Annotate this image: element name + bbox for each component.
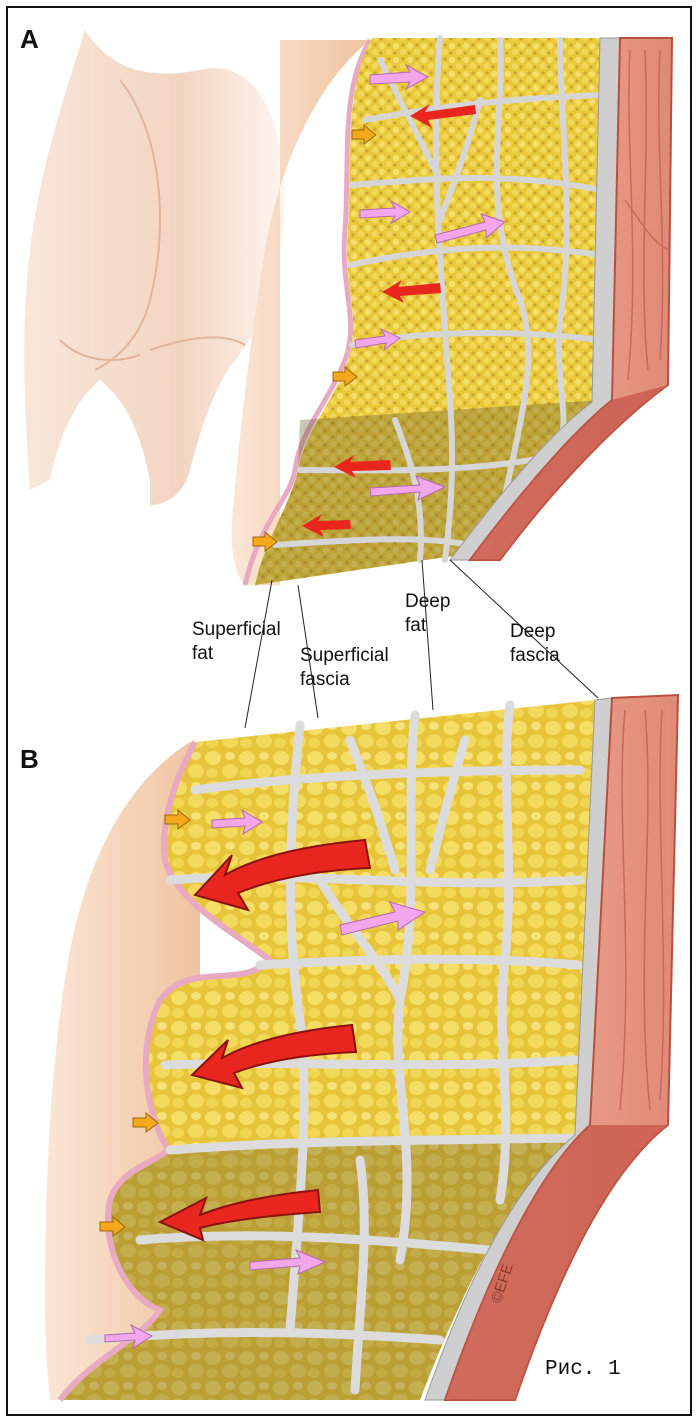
label-deep-fat: Deep fat <box>405 591 451 636</box>
panel-b-tissue-block <box>45 693 680 1402</box>
label-superficial-fat: Superficial fat <box>192 619 281 664</box>
panel-label-b: B <box>20 744 39 774</box>
panel-a-tissue-block <box>231 35 674 586</box>
leader-lines <box>244 559 599 729</box>
panel-label-a: A <box>20 24 39 54</box>
label-deep-fascia: Deep fascia <box>510 621 560 666</box>
buttocks-silhouette <box>24 30 285 505</box>
figure-caption: Рис. 1 <box>545 1358 621 1381</box>
label-superficial-fascia: Superficial fascia <box>300 645 389 690</box>
